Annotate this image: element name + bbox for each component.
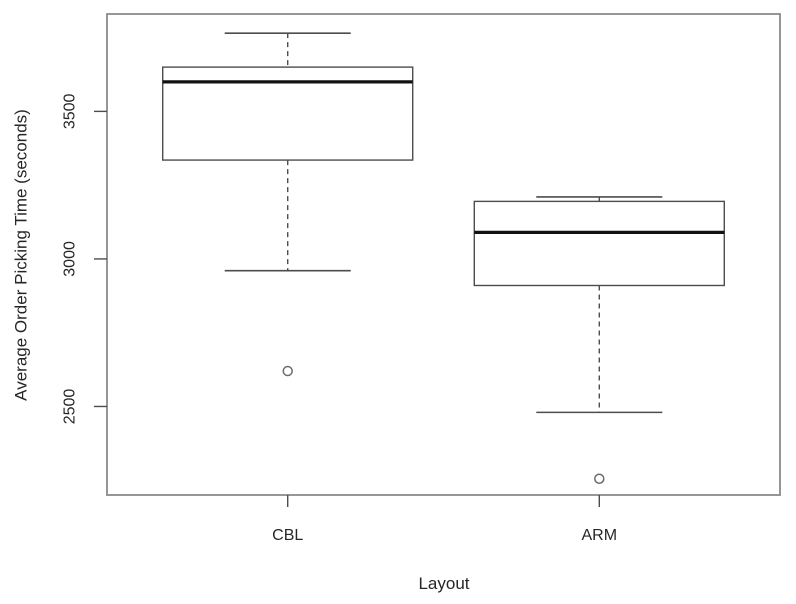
y-axis-title: Average Order Picking Time (seconds): [12, 109, 31, 401]
y-tick-label: 2500: [62, 389, 79, 425]
x-tick-label: CBL: [272, 527, 303, 544]
outlier-point: [282, 365, 293, 377]
iqr-box: [473, 200, 725, 287]
x-axis-title: Layout: [418, 574, 469, 593]
plot-border: [106, 13, 781, 496]
y-tick-label: 3500: [62, 93, 79, 129]
x-tick-label: ARM: [582, 527, 618, 544]
y-tick-label: 3000: [62, 241, 79, 277]
outlier-point: [594, 473, 605, 485]
